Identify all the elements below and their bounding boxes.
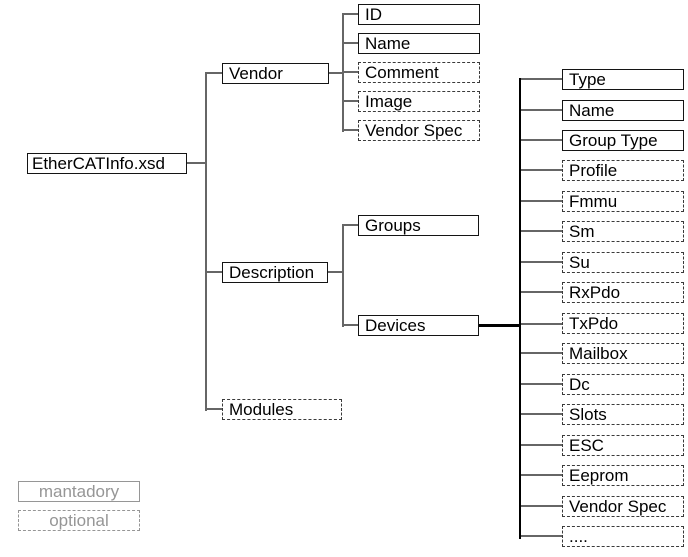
node-id: ID [358,4,480,25]
branch-comment [342,71,358,73]
branch-devices-vendor-spec [521,505,562,507]
node-vendor: Vendor [222,63,329,84]
node-group-type: Group Type [562,130,684,151]
node-comment: Comment [358,62,480,83]
node-vendor-name: Name [358,33,480,54]
node-mailbox: Mailbox [562,343,684,364]
branch-groups [342,224,358,226]
branch-image [342,100,358,102]
branch-slots [521,413,562,415]
node-vendor-spec: Vendor Spec [358,120,480,141]
trunk-root-children [205,72,207,411]
trunk-description-children [342,224,344,327]
branch-modules [205,408,222,410]
node-ethercatinfo-xsd: EtherCATInfo.xsd [27,153,187,174]
connector-root [187,162,206,164]
node-fmmu: Fmmu [562,191,684,212]
branch-id [342,13,358,15]
node-slots: Slots [562,404,684,425]
branch-fmmu [521,200,562,202]
node-modules: Modules [222,399,342,420]
node-image: Image [358,91,480,112]
branch-mailbox [521,352,562,354]
branch-vendor-spec [342,129,358,131]
branch-type [521,78,562,80]
node-txpdo: TxPdo [562,313,684,334]
node-etc: .... [562,526,684,547]
branch-eeprom [521,474,562,476]
node-devices-name: Name [562,100,684,121]
branch-devices [342,324,358,326]
branch-name [342,42,358,44]
branch-txpdo [521,323,562,325]
connector-devices-thick [479,324,521,327]
node-description: Description [222,262,328,283]
connector-description [328,271,344,273]
branch-group-type [521,139,562,141]
node-rxpdo: RxPdo [562,282,684,303]
legend-mandatory: mantadory [18,481,140,502]
node-groups: Groups [358,215,479,236]
node-sm: Sm [562,221,684,242]
node-eeprom: Eeprom [562,465,684,486]
legend-optional: optional [18,510,140,531]
branch-devices-name [521,109,562,111]
node-profile: Profile [562,160,684,181]
trunk-devices-children [519,78,521,539]
node-su: Su [562,252,684,273]
branch-rxpdo [521,291,562,293]
branch-etc [521,535,562,537]
branch-su [521,261,562,263]
connector-vendor [329,72,344,74]
node-type: Type [562,69,684,90]
node-devices-vendor-spec: Vendor Spec [562,496,684,517]
branch-vendor [205,72,222,74]
branch-profile [521,169,562,171]
branch-esc [521,444,562,446]
branch-dc [521,383,562,385]
node-dc: Dc [562,374,684,395]
node-devices: Devices [358,315,479,336]
branch-description [205,271,222,273]
branch-sm [521,230,562,232]
node-esc: ESC [562,435,684,456]
